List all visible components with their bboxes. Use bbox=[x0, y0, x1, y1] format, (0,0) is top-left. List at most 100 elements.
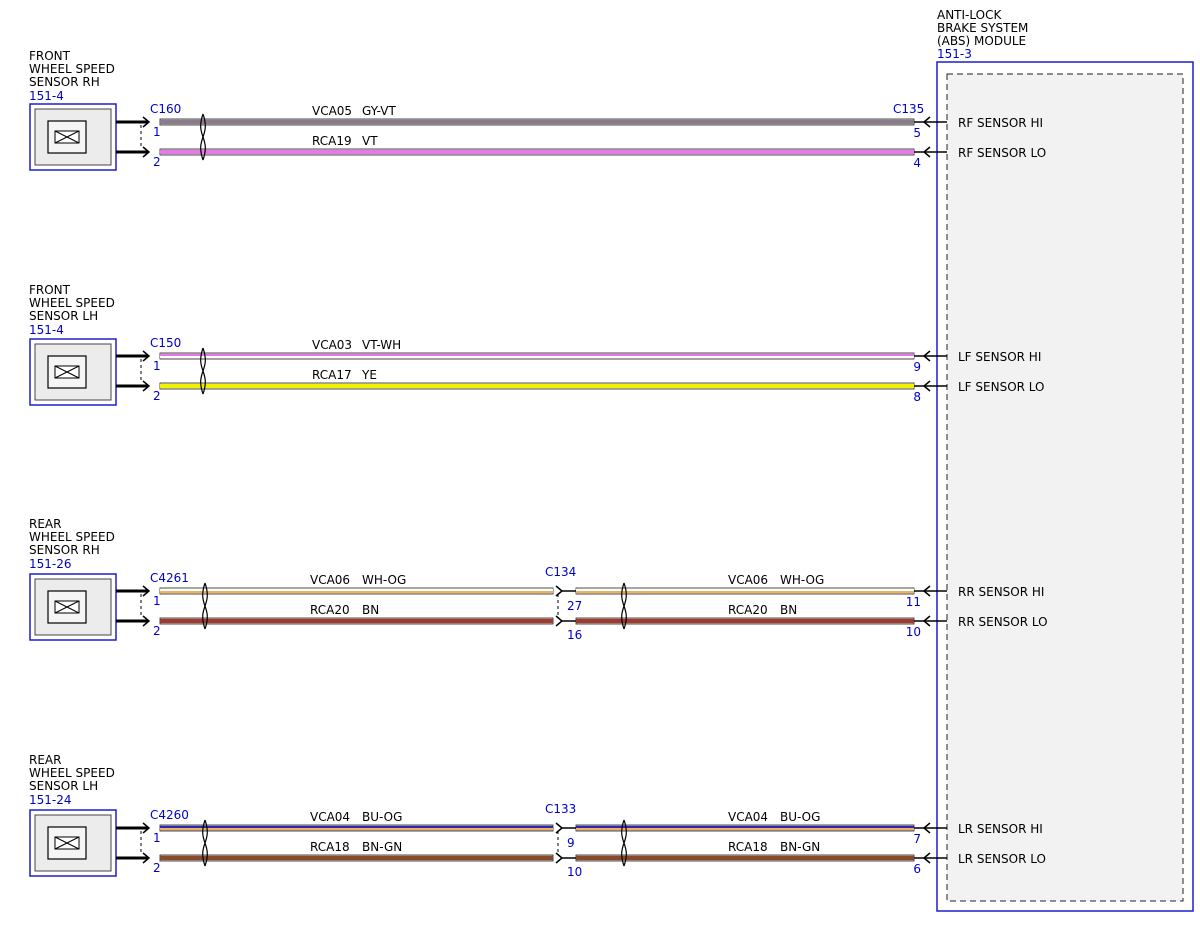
connector-pin-number: 2 bbox=[153, 861, 161, 875]
inline-pin-number: 10 bbox=[567, 865, 582, 879]
wire-fill bbox=[160, 119, 914, 125]
module-pin-number: 6 bbox=[913, 862, 921, 876]
module-signal-label: LF SENSOR HI bbox=[958, 350, 1041, 364]
twisted-pair-symbol bbox=[202, 819, 208, 867]
module-signal-label: LF SENSOR LO bbox=[958, 380, 1045, 394]
connector-pin-number: 2 bbox=[153, 155, 161, 169]
module-pin-number: 5 bbox=[913, 126, 921, 140]
inline-pin-chevron bbox=[555, 822, 564, 834]
module-pin-number: 9 bbox=[913, 360, 921, 374]
sensor-connector-label: C160 bbox=[150, 102, 181, 116]
sensor-component-outline bbox=[29, 103, 117, 171]
connector-pin-chevron bbox=[142, 585, 151, 597]
abs-module-title-line: ANTI-LOCK bbox=[937, 8, 1002, 22]
wire-color-label: WH-OG bbox=[780, 573, 824, 587]
connector-pin-number: 1 bbox=[153, 359, 161, 373]
circuit-id-label: RCA20 bbox=[310, 603, 350, 617]
module-connector-label: C135 bbox=[893, 102, 924, 116]
module-pin-chevron bbox=[922, 116, 931, 128]
sensor-title-line: FRONT bbox=[29, 283, 71, 297]
circuit-id-label: VCA04 bbox=[310, 810, 350, 824]
wire-color-label: BN-GN bbox=[362, 840, 402, 854]
connector-pin-chevron bbox=[142, 615, 151, 627]
twisted-pair-symbol bbox=[621, 582, 627, 630]
circuit-id-label: RCA18 bbox=[728, 840, 768, 854]
inline-pin-chevron bbox=[555, 585, 564, 597]
module-pin-chevron bbox=[922, 585, 931, 597]
sensor-title-line: REAR bbox=[29, 517, 61, 531]
module-pin-chevron bbox=[922, 852, 931, 864]
connector-pin-number: 2 bbox=[153, 389, 161, 403]
wire-color-label: WH-OG bbox=[362, 573, 406, 587]
module-pin-chevron bbox=[922, 822, 931, 834]
sensor-connector-label: C150 bbox=[150, 336, 181, 350]
circuit-id-label: VCA04 bbox=[728, 810, 768, 824]
circuit-id-label: RCA19 bbox=[312, 134, 352, 148]
wire-stripe bbox=[160, 356, 914, 359]
connector-pin-chevron bbox=[142, 380, 151, 392]
sensor-ref: 151-24 bbox=[29, 793, 72, 807]
wire-color-label: YE bbox=[361, 368, 377, 382]
inline-pin-number: 9 bbox=[567, 836, 575, 850]
wire-color-label: BN bbox=[780, 603, 797, 617]
circuit-id-label: RCA20 bbox=[728, 603, 768, 617]
sensor-title-line: SENSOR LH bbox=[29, 779, 98, 793]
sensor-ref: 151-4 bbox=[29, 323, 64, 337]
wire-color-label: VT-WH bbox=[362, 338, 401, 352]
module-signal-label: RR SENSOR LO bbox=[958, 615, 1048, 629]
inline-pin-number: 27 bbox=[567, 599, 582, 613]
wire-fill bbox=[160, 149, 914, 155]
module-pin-number: 7 bbox=[913, 832, 921, 846]
module-signal-label: RR SENSOR HI bbox=[958, 585, 1044, 599]
connector-pin-number: 1 bbox=[153, 831, 161, 845]
module-pin-number: 11 bbox=[906, 595, 921, 609]
wire-stripe bbox=[160, 828, 553, 831]
wire-stripe bbox=[576, 828, 914, 831]
circuit-id-label: VCA05 bbox=[312, 104, 352, 118]
connector-pin-chevron bbox=[142, 852, 151, 864]
connector-pin-chevron bbox=[142, 116, 151, 128]
module-pin-chevron bbox=[922, 615, 931, 627]
module-pin-chevron bbox=[922, 350, 931, 362]
twisted-pair-symbol bbox=[200, 113, 206, 161]
sensor-title-line: SENSOR RH bbox=[29, 75, 100, 89]
sensor-ref: 151-4 bbox=[29, 89, 64, 103]
module-signal-label: LR SENSOR HI bbox=[958, 822, 1043, 836]
wire-color-label: GY-VT bbox=[362, 104, 396, 118]
connector-pin-chevron bbox=[142, 822, 151, 834]
sensor-component-outline bbox=[29, 338, 117, 406]
module-signal-label: RF SENSOR LO bbox=[958, 146, 1046, 160]
twisted-pair-symbol bbox=[202, 582, 208, 630]
inline-connector-label: C133 bbox=[545, 802, 576, 816]
module-pin-number: 8 bbox=[913, 390, 921, 404]
wire-fill bbox=[160, 618, 553, 624]
module-signal-label: RF SENSOR HI bbox=[958, 116, 1043, 130]
module-pin-chevron bbox=[922, 380, 931, 392]
sensor-title-line: WHEEL SPEED bbox=[29, 296, 115, 310]
sensor-ref: 151-26 bbox=[29, 557, 72, 571]
sensor-component-outline bbox=[29, 573, 117, 641]
circuit-id-label: VCA06 bbox=[310, 573, 350, 587]
wire-fill bbox=[576, 855, 914, 861]
wire-fill bbox=[160, 855, 553, 861]
circuit-id-label: VCA03 bbox=[312, 338, 352, 352]
inline-connector-label: C134 bbox=[545, 565, 576, 579]
sensor-title-line: SENSOR LH bbox=[29, 309, 98, 323]
sensor-title-line: REAR bbox=[29, 753, 61, 767]
wire-color-label: BN bbox=[362, 603, 379, 617]
twisted-pair-symbol bbox=[621, 819, 627, 867]
wire-color-label: BN-GN bbox=[780, 840, 820, 854]
coil-cross-line bbox=[54, 365, 80, 379]
module-pin-chevron bbox=[922, 146, 931, 158]
sensor-title-line: WHEEL SPEED bbox=[29, 766, 115, 780]
wire-color-label: VT bbox=[362, 134, 378, 148]
coil-cross-line bbox=[54, 836, 80, 850]
sensor-connector-label: C4260 bbox=[150, 808, 189, 822]
module-pin-number: 4 bbox=[913, 156, 921, 170]
sensor-title-line: FRONT bbox=[29, 49, 71, 63]
